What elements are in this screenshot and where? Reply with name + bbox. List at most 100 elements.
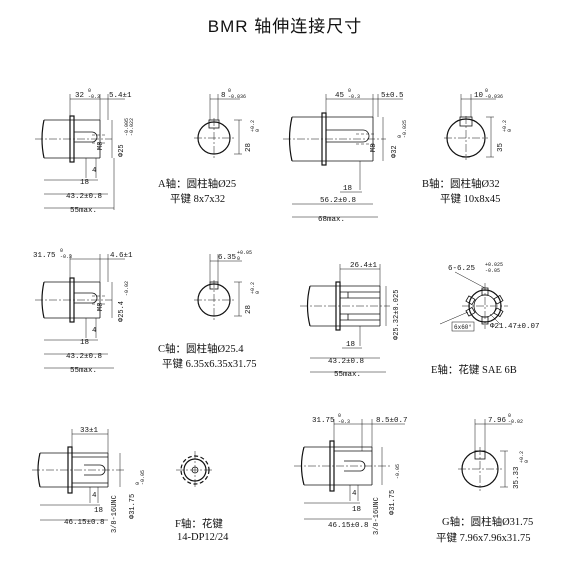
shaft-e-side-view: 26.4±1 Φ25.32±0.025 18 43.2±0.8 55max. <box>300 262 401 379</box>
shaft-b-dim-45: 45 <box>335 92 345 100</box>
shaft-b-end-h: 35 <box>497 142 505 152</box>
shaft-f-caption: F轴：花键 <box>175 519 223 530</box>
shaft-f-drawing: 33±1 3/8-16UNC Φ31.75 0 -0.05 4 18 46.15… <box>32 427 214 533</box>
shaft-g-end-key: 7.96 <box>488 417 507 425</box>
shaft-g-end-h: 35.33 <box>513 466 521 489</box>
shaft-a-tol-d25-up: -0.005 <box>124 118 130 136</box>
shaft-f-dim-46-15: 46.15±0.8 <box>64 519 105 527</box>
shaft-a-dim-55: 55max. <box>70 207 97 215</box>
shaft-a-end-h-dn: 0 <box>255 129 261 132</box>
shaft-a-end-key: 8 <box>221 92 226 100</box>
shaft-a-end-key-dn: -0.036 <box>228 94 246 100</box>
shaft-a-end-view: 8 0 -0.036 28 +0.2 0 <box>194 88 261 158</box>
shaft-c-tol-dn: -0.3 <box>60 254 72 260</box>
shaft-c-tol-d-dn: -0.02 <box>124 281 130 296</box>
shaft-b-thread: M8 <box>370 144 378 152</box>
shaft-f-tol-d31-dn: -0.05 <box>140 470 146 485</box>
shaft-f-tol-d31-up: 0 <box>135 482 141 485</box>
shaft-a-side-view: 32 0 -0.3 5.4±1 M8 Φ25 -0.005 -0.022 4 1… <box>35 88 135 215</box>
shaft-c-key-caption: 平键 6.35x6.35x31.75 <box>162 359 257 370</box>
shaft-b-dim-68: 68max. <box>318 216 345 224</box>
shaft-c-drawing: 31.75 0 -0.3 4.6±1 M8 Φ25.4 -0.02 4 18 4… <box>33 248 261 375</box>
shaft-b-end-key: 10 <box>474 92 484 100</box>
shaft-g-dim-18: 18 <box>352 506 361 514</box>
shaft-e-dim-d21: Φ21.47±0.07 <box>490 323 540 331</box>
shaft-c-dim-d25-4: Φ25.4 <box>118 301 126 322</box>
shaft-a-end-h-up: +0.2 <box>250 120 256 132</box>
shaft-a-tol-32-up: 0 <box>88 88 91 94</box>
shaft-e-dim-55: 55max. <box>334 371 361 379</box>
shaft-g-caption: G轴：圆柱轴Ø31.75 <box>442 517 534 528</box>
shaft-e-dim-6-6-up: +0.025 <box>485 262 503 268</box>
shaft-g-end-key-up: 0 <box>508 413 511 419</box>
shaft-f-side-view: 33±1 3/8-16UNC Φ31.75 0 -0.05 4 18 46.15… <box>32 427 146 533</box>
shaft-f-thread: 3/8-16UNC <box>111 495 119 533</box>
shaft-f-dim-33: 33±1 <box>80 427 99 435</box>
shaft-b-tol-d32-up: 0 <box>397 135 403 138</box>
shaft-g-end-h-up: +0.2 <box>519 451 525 463</box>
shaft-g-end-h-dn: 0 <box>524 460 530 463</box>
shaft-c-caption: C轴：圆柱轴Ø25.4 <box>158 344 244 355</box>
shaft-g-end-view: 7.96 0 -0.02 35.33 +0.2 0 <box>458 413 530 491</box>
shaft-a-dim-4: 4 <box>92 167 97 175</box>
shaft-b-end-key-up: 0 <box>485 88 488 94</box>
shaft-c-thread: M8 <box>97 303 105 311</box>
shaft-c-end-view: 6.35 +0.05 0 28 +0.2 0 <box>194 250 261 320</box>
shaft-f-end-view <box>176 451 214 489</box>
shaft-g-drawing: 31.75 0 -0.3 8.5±0.7 3/8-16UNC Φ31.75 -0… <box>294 413 530 535</box>
shaft-e-dim-6-6: 6-6.25 <box>448 265 476 273</box>
shaft-e-drawing: 26.4±1 Φ25.32±0.025 18 43.2±0.8 55max. 6… <box>300 262 540 379</box>
shaft-a-dim-43-2: 43.2±0.8 <box>66 193 102 201</box>
shaft-b-tol-45-dn: -0.3 <box>348 94 360 100</box>
shaft-f-dim-18: 18 <box>94 507 103 515</box>
shaft-f-dim-d31: Φ31.75 <box>129 494 137 519</box>
shaft-b-key-caption: 平键 10x8x45 <box>440 194 501 205</box>
shaft-a-dim-d25: Φ25 <box>118 144 126 157</box>
shaft-c-side-view: 31.75 0 -0.3 4.6±1 M8 Φ25.4 -0.02 4 18 4… <box>33 248 133 375</box>
shaft-b-dim-d32: Φ32 <box>391 145 399 158</box>
shaft-g-dim-46-15: 46.15±0.8 <box>328 522 369 530</box>
shaft-g-dim-8-5: 8.5±0.7 <box>376 417 408 425</box>
shaft-g-tol-d31-dn: -0.05 <box>395 464 401 479</box>
shaft-g-side-view: 31.75 0 -0.3 8.5±0.7 3/8-16UNC Φ31.75 -0… <box>294 413 408 535</box>
shaft-e-angle: 6x60° <box>454 324 472 331</box>
shaft-c-dim-4-6: 4.6±1 <box>110 252 133 260</box>
shaft-e-dim-26-4: 26.4±1 <box>350 262 378 270</box>
shaft-b-end-h-dn: 0 <box>507 129 513 132</box>
shaft-b-caption: B轴：圆柱轴Ø32 <box>422 179 500 190</box>
shaft-c-dim-18: 18 <box>80 339 89 347</box>
shaft-b-dim-56-2: 56.2±0.8 <box>320 197 356 205</box>
page-title: BMR 轴伸连接尺寸 <box>207 17 363 36</box>
shaft-b-end-view: 10 0 -0.036 35 +0.2 0 <box>444 88 513 160</box>
shaft-a-end-key-up: 0 <box>228 88 231 94</box>
shaft-g-dim-d31: Φ31.75 <box>389 490 397 515</box>
shaft-a-dim-32: 32 <box>75 92 84 100</box>
shaft-c-end-key-dn: 0 <box>237 256 240 262</box>
shaft-g-key-caption: 平键 7.96x7.96x31.75 <box>436 533 531 544</box>
shaft-a-caption: A轴：圆柱轴Ø25 <box>158 179 237 190</box>
shaft-g-tol-dn: -0.3 <box>338 419 350 425</box>
shaft-b-end-key-dn: -0.036 <box>485 94 503 100</box>
shaft-b-drawing: 45 0 -0.3 5±0.5 M8 Φ32 0 -0.025 18 56.2±… <box>283 88 513 224</box>
shaft-a-key-caption: 平键 8x7x32 <box>170 194 226 205</box>
shaft-g-dim-4: 4 <box>352 490 357 498</box>
shaft-c-end-key-up: +0.05 <box>237 250 252 256</box>
shaft-a-tol-32-dn: -0.3 <box>88 94 100 100</box>
shaft-b-tol-45-up: 0 <box>348 88 351 94</box>
shaft-b-side-view: 45 0 -0.3 5±0.5 M8 Φ32 0 -0.025 18 56.2±… <box>283 88 408 224</box>
shaft-b-dim-18: 18 <box>343 185 352 193</box>
shaft-g-end-key-dn: -0.02 <box>508 419 523 425</box>
shaft-c-end-h-up: +0.2 <box>250 282 256 294</box>
shaft-e-end-view: 6-6.25 +0.025 -0.05 6x60° Φ21.47±0.07 <box>439 262 540 332</box>
shaft-c-end-h: 28 <box>245 305 253 314</box>
shaft-f-dim-4: 4 <box>92 492 97 500</box>
shaft-f-spline-caption: 14-DP12/24 <box>177 532 229 543</box>
shaft-c-dim-31-75: 31.75 <box>33 252 56 260</box>
shaft-b-tol-d32-dn: -0.025 <box>402 120 408 138</box>
shaft-e-dim-d25-32: Φ25.32±0.025 <box>393 290 401 340</box>
shaft-e-caption: E轴：花键 SAE 6B <box>431 365 517 376</box>
shaft-c-dim-4: 4 <box>92 327 97 335</box>
shaft-a-dim-5-4: 5.4±1 <box>109 92 132 100</box>
shaft-c-end-h-dn: 0 <box>255 291 261 294</box>
shaft-a-dim-18: 18 <box>80 179 89 187</box>
